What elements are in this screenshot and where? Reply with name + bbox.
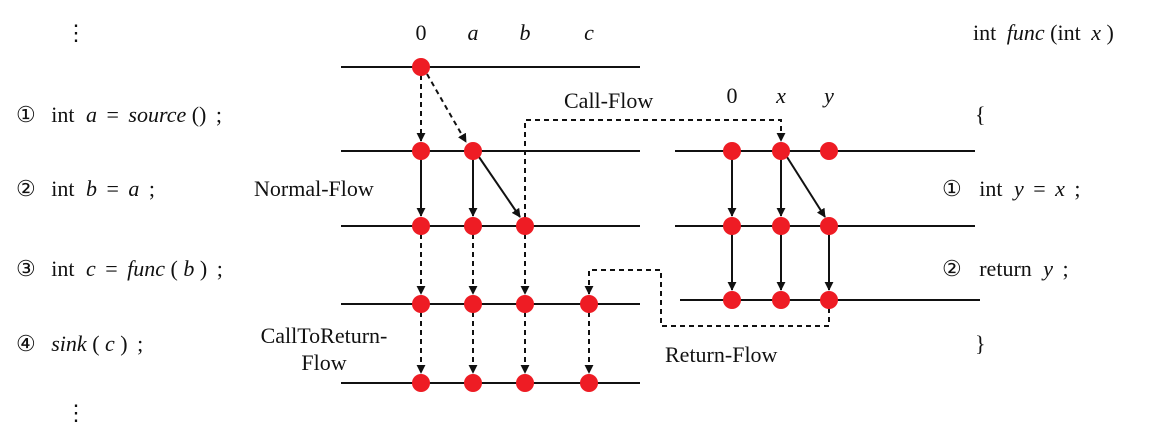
callee-nodes	[723, 142, 838, 309]
callee-col-x: x	[775, 83, 786, 108]
caller-code: ⋮ ① int a = source () ; ② int b = a ; ③ …	[16, 20, 223, 425]
ellipsis-top: ⋮	[65, 20, 87, 45]
caller-col-b: b	[520, 20, 531, 45]
node-1-a	[464, 142, 482, 160]
callee-node-2-x	[772, 291, 790, 309]
node-4-b	[516, 374, 534, 392]
caller-edges	[416, 73, 594, 374]
stmt-number-4: ④	[16, 331, 36, 356]
callee-node-1-x	[772, 217, 790, 235]
node-4-zero	[412, 374, 430, 392]
node-4-c	[580, 374, 598, 392]
callee-code: int func (int x ) { ① int y = x ; ② retu…	[942, 20, 1114, 356]
callee-close-brace: }	[975, 331, 986, 356]
edge-1-a-to-b	[478, 156, 521, 218]
callee-stmt-1: ① int y = x ;	[942, 176, 1081, 201]
node-4-a	[464, 374, 482, 392]
node-3-zero	[412, 295, 430, 313]
caller-col-a: a	[468, 20, 479, 45]
callee-edge-1-x-to-y	[786, 156, 826, 218]
call-flow-label: Call-Flow	[564, 88, 653, 113]
node-3-a	[464, 295, 482, 313]
caller-stmt-1: ① int a = source () ;	[16, 102, 222, 127]
callee-node-1-y	[820, 217, 838, 235]
callee-edges	[727, 156, 834, 291]
caller-col-c: c	[584, 20, 594, 45]
node-2-zero	[412, 217, 430, 235]
node-0-zero	[412, 58, 430, 76]
node-2-b	[516, 217, 534, 235]
callee-stmt-number-1: ①	[942, 176, 962, 201]
caller-col-zero: 0	[416, 20, 427, 45]
edge-0-zero-to-a	[426, 73, 467, 143]
callee-node-0-y	[820, 142, 838, 160]
callee-open-brace: {	[975, 102, 986, 127]
node-3-b	[516, 295, 534, 313]
caller-nodes	[412, 58, 598, 392]
call-to-return-flow-label-line2: Flow	[301, 350, 346, 375]
callee-node-0-zero	[723, 142, 741, 160]
callee-node-0-x	[772, 142, 790, 160]
return-flow-label: Return-Flow	[665, 342, 778, 367]
stmt-number-2: ②	[16, 176, 36, 201]
call-flow-edge	[524, 119, 786, 218]
stmt-number-3: ③	[16, 256, 36, 281]
caller-stmt-4: ④ sink ( c ) ;	[16, 331, 143, 356]
caller-stmt-2: ② int b = a ;	[16, 176, 155, 201]
callee-signature: int func (int x )	[973, 20, 1114, 45]
callee-node-2-zero	[723, 291, 741, 309]
callee-stmt-2: ② return y ;	[942, 256, 1069, 281]
callee-node-2-y	[820, 291, 838, 309]
caller-stmt-3: ③ int c = func ( b ) ;	[16, 256, 223, 281]
call-to-return-flow-label-line1: CallToReturn-	[261, 323, 388, 348]
callee-node-1-zero	[723, 217, 741, 235]
callee-stmt-number-2: ②	[942, 256, 962, 281]
node-2-a	[464, 217, 482, 235]
stmt-number-1: ①	[16, 102, 36, 127]
ellipsis-bottom: ⋮	[65, 400, 87, 425]
node-1-zero	[412, 142, 430, 160]
normal-flow-label: Normal-Flow	[254, 176, 374, 201]
node-3-c	[580, 295, 598, 313]
return-flow-edge	[584, 269, 830, 327]
callee-col-zero: 0	[727, 83, 738, 108]
callee-col-y: y	[822, 83, 834, 108]
